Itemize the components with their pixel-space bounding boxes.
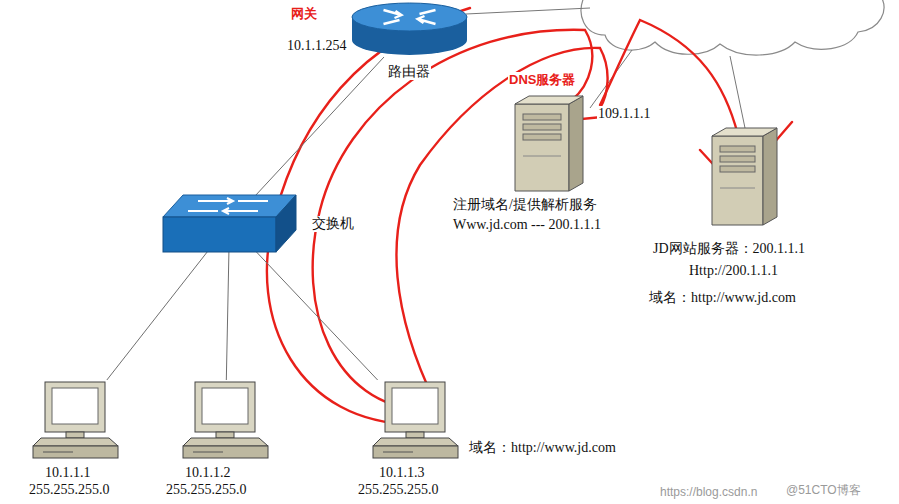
- network-link: [256, 252, 377, 380]
- pc-icon: [183, 380, 268, 460]
- link-line: [256, 57, 384, 195]
- dns-record: Www.jd.com --- 200.1.1.1: [452, 217, 602, 233]
- watermark: @51CTO博客: [786, 483, 861, 497]
- domain-name: 域名：http://www.jd.com: [468, 440, 617, 456]
- network-link: [256, 57, 384, 195]
- switch-icon: 交换机: [163, 195, 296, 252]
- link-line: [107, 252, 207, 380]
- server-title: JD网站服务器：200.1.1.1: [652, 241, 806, 257]
- ip-address: 10.1.1.2: [184, 465, 232, 481]
- subnet-mask: 255.255.255.0: [165, 482, 248, 498]
- network-link: [107, 252, 207, 380]
- link-line: [256, 252, 377, 380]
- link-line: [226, 252, 229, 380]
- watermark: https://blog.csdn.n: [660, 485, 757, 499]
- pc-icon: 10.1.1.2255.255.255.0: [183, 380, 268, 460]
- pc-icon: [33, 380, 118, 460]
- device-name: 路由器: [387, 64, 431, 80]
- ip-address: 10.1.1.254: [286, 38, 348, 54]
- router-icon: 网关10.1.1.254路由器: [352, 2, 467, 57]
- gateway-label: 网关: [290, 6, 318, 22]
- ip-address: 10.1.1.3: [378, 465, 426, 481]
- pc-icon: 10.1.1.1255.255.255.0: [33, 380, 118, 460]
- ip-address: 109.1.1.1: [597, 106, 652, 122]
- pc-icon: [373, 380, 458, 460]
- network-wire: [466, 8, 590, 14]
- pc-icon: 10.1.1.3255.255.255.0域名：http://www.jd.co…: [373, 380, 458, 460]
- web-server-icon: [712, 128, 777, 225]
- network-link: [226, 252, 229, 380]
- router-icon: [352, 2, 467, 57]
- web-server-icon: JD网站服务器：200.1.1.1Http://200.1.1.1域名：http…: [712, 128, 777, 225]
- dns-server-icon: DNS服务器109.1.1.1注册域名/提供解析服务Www.jd.com ---…: [515, 96, 583, 191]
- domain-name: 域名：http://www.jd.com: [648, 290, 797, 306]
- ip-address: 10.1.1.1: [44, 465, 92, 481]
- switch-icon: [163, 195, 296, 252]
- subnet-mask: 255.255.255.0: [357, 482, 440, 498]
- device-name: 交换机: [311, 216, 355, 232]
- dns-server-icon: [515, 96, 583, 191]
- server-title: DNS服务器: [508, 72, 576, 88]
- server-url: Http://200.1.1.1: [688, 263, 779, 279]
- subnet-mask: 255.255.255.0: [28, 482, 111, 498]
- request-path: [267, 8, 792, 424]
- server-note: 注册域名/提供解析服务: [452, 197, 598, 213]
